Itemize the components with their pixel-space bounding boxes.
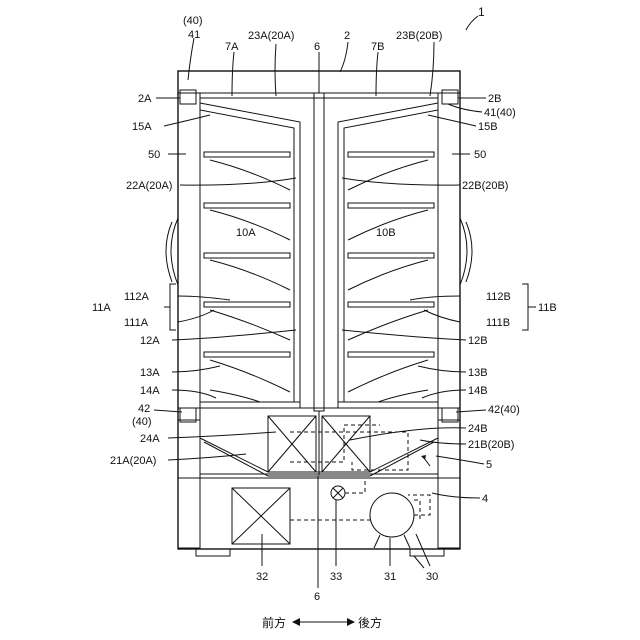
label-40a: (40) xyxy=(183,15,203,27)
label-41: 41 xyxy=(188,29,200,41)
label-24A: 24A xyxy=(140,433,160,445)
label-13A: 13A xyxy=(140,367,160,379)
label-24B: 24B xyxy=(468,423,488,435)
label-15A: 15A xyxy=(132,121,152,133)
label-11A: 11A xyxy=(92,302,111,314)
label-23A: 23A(20A) xyxy=(248,30,294,42)
label-21B: 21B(20B) xyxy=(468,439,514,451)
label-15B: 15B xyxy=(478,121,498,133)
label-7A: 7A xyxy=(225,41,239,53)
label-6-bottom: 6 xyxy=(314,591,320,603)
label-1: 1 xyxy=(478,5,485,19)
label-11B: 11B xyxy=(538,302,557,314)
duct-22A xyxy=(200,103,300,408)
label-111A: 111A xyxy=(124,317,149,329)
cabinet-feet xyxy=(196,549,444,556)
label-111B: 111B xyxy=(486,317,510,329)
label-2B: 2B xyxy=(488,93,501,105)
label-14B: 14B xyxy=(468,385,488,397)
airflow-arrows xyxy=(210,160,428,402)
cabinet-outer-wall xyxy=(166,71,472,549)
label-10B: 10B xyxy=(376,227,396,239)
label-32: 32 xyxy=(256,571,268,583)
label-6-top: 6 xyxy=(314,41,320,53)
label-10A: 10A xyxy=(236,227,256,239)
label-14A: 14A xyxy=(140,385,160,397)
direction-back-label: 後方 xyxy=(358,615,382,630)
duct-22B xyxy=(338,103,438,408)
direction-arrow xyxy=(292,618,355,626)
label-13B: 13B xyxy=(468,367,488,379)
shelves-left xyxy=(204,152,290,357)
compressor-31 xyxy=(370,493,414,537)
label-50-right: 50 xyxy=(474,149,486,161)
label-4: 4 xyxy=(482,493,488,505)
label-42-40: 42(40) xyxy=(488,404,520,416)
label-5: 5 xyxy=(486,459,492,471)
seal-components xyxy=(180,90,458,422)
label-23B: 23B(20B) xyxy=(396,30,442,42)
direction-front-label: 前方 xyxy=(262,615,286,630)
label-50-left: 50 xyxy=(148,149,160,161)
shelves-right xyxy=(348,152,434,357)
label-112B: 112B xyxy=(486,291,511,303)
label-7B: 7B xyxy=(371,41,384,53)
label-2A: 2A xyxy=(138,93,152,105)
label-22B: 22B(20B) xyxy=(462,180,508,192)
arrow-30 xyxy=(414,556,424,568)
label-22A: 22A(20A) xyxy=(126,180,172,192)
label-41-40: 41(40) xyxy=(484,107,516,119)
label-42: 42 xyxy=(138,403,150,415)
label-2: 2 xyxy=(344,30,350,42)
label-21A: 21A(20A) xyxy=(110,455,156,467)
label-33: 33 xyxy=(330,571,342,583)
label-40b: (40) xyxy=(132,416,152,428)
label-12A: 12A xyxy=(140,335,160,347)
label-30: 30 xyxy=(426,571,438,583)
label-31: 31 xyxy=(384,571,396,583)
label-12B: 12B xyxy=(468,335,488,347)
label-112A: 112A xyxy=(124,291,150,303)
